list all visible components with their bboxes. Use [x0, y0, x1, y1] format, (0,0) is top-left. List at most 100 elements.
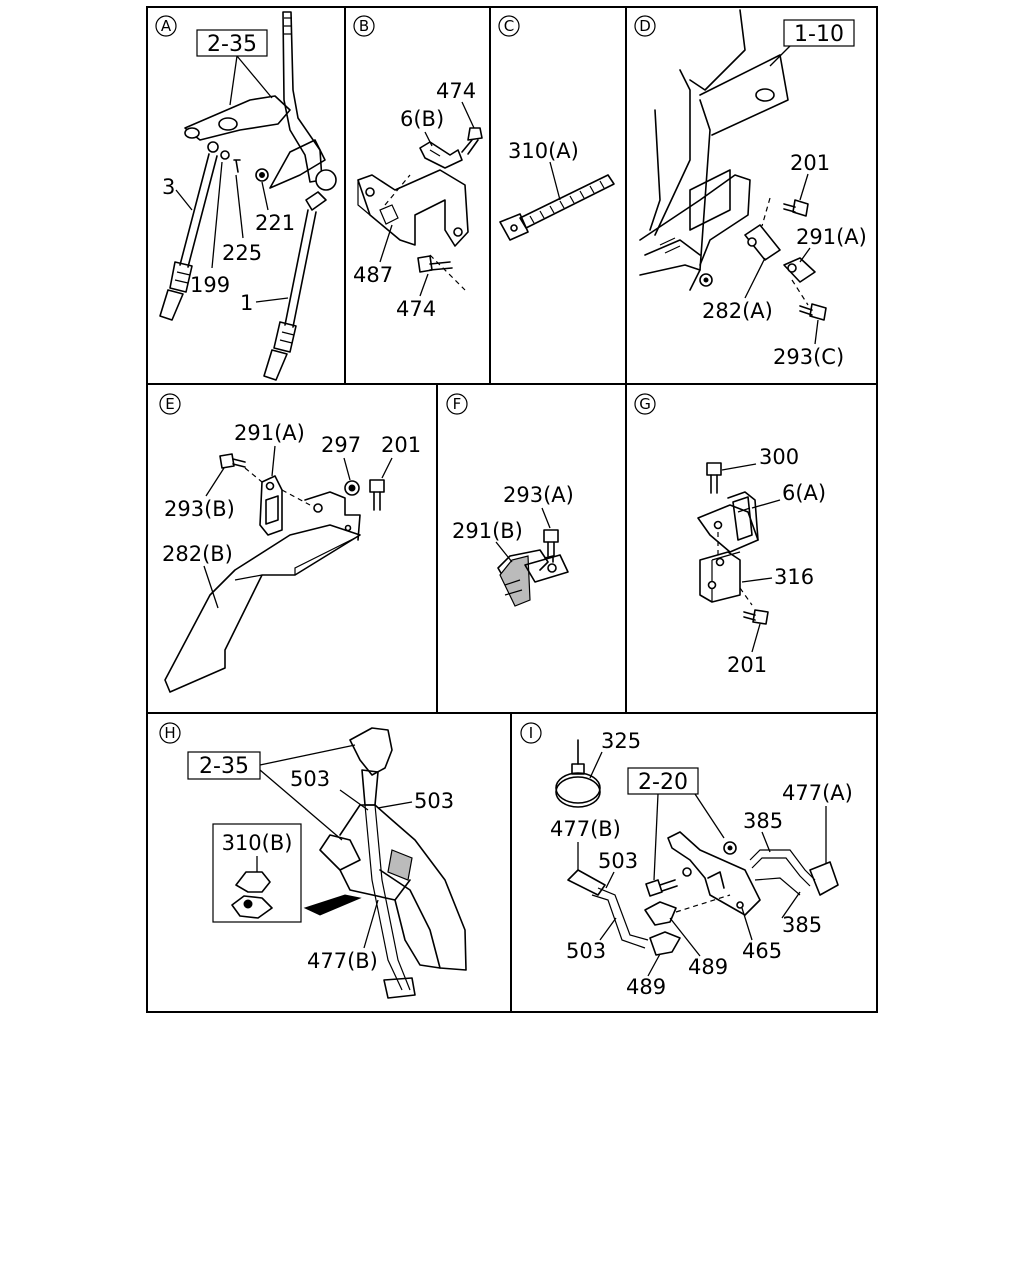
- panel-d: D 1-10: [634, 9, 867, 369]
- panel-d-marker: [634, 15, 656, 37]
- label-503-bottom: 503: [566, 939, 606, 963]
- bracket-465-drawing: [667, 831, 761, 916]
- clip-291b-drawing: [497, 549, 569, 607]
- panel-i: I 2-20: [520, 722, 853, 999]
- bolt-465-drawing: [645, 879, 678, 897]
- nut-297-drawing: [344, 480, 360, 496]
- label-465: 465: [742, 939, 782, 963]
- rod-1-drawing: [263, 191, 327, 381]
- label-474-bottom: 474: [396, 297, 436, 321]
- panel-d-ref-box: [783, 19, 855, 47]
- bolt-293c-drawing: [799, 303, 827, 321]
- label-201: 201: [790, 151, 830, 175]
- panel-i-ref-box: [627, 767, 699, 795]
- label-221: 221: [255, 211, 295, 235]
- clip-291a-e-drawing: [244, 467, 311, 536]
- frame-structure-drawing: [639, 9, 789, 291]
- label-291a: 291(A): [796, 225, 867, 249]
- label-385-top: 385: [743, 809, 783, 833]
- bolt-300-drawing: [706, 462, 722, 494]
- clip-6a-drawing: [697, 491, 759, 556]
- clip-6b-drawing: [419, 141, 463, 169]
- label-297: 297: [321, 433, 361, 457]
- panel-h: H 2-35 310(B) 503: [159, 722, 467, 999]
- panel-c: C 310(A): [498, 15, 615, 241]
- label-282b: 282(B): [162, 542, 233, 566]
- panel-e: E 291(A): [159, 393, 421, 693]
- panel-e-marker: [159, 393, 181, 415]
- panel-h-ref: 2-35: [199, 754, 249, 779]
- label-310b: 310(B): [222, 831, 293, 855]
- bolt-201-e-drawing: [369, 479, 385, 511]
- panel-b: B 474 6(B) 487 474: [353, 15, 483, 321]
- label-199: 199: [190, 273, 230, 297]
- clip-291a-drawing: [783, 257, 816, 306]
- label-293b: 293(B): [164, 497, 235, 521]
- label-385-bottom: 385: [782, 913, 822, 937]
- panel-a: A 2-35: [155, 11, 337, 381]
- bolt-474-top-drawing: [461, 127, 483, 155]
- panel-b-letter: B: [359, 17, 369, 35]
- inset-box: [212, 823, 302, 923]
- label-503-left: 503: [290, 767, 330, 791]
- label-477a: 477(A): [782, 781, 853, 805]
- shift-lever-drawing: [184, 11, 337, 191]
- label-293c: 293(C): [773, 345, 844, 369]
- panel-a-ref: 2-35: [207, 32, 257, 57]
- label-1: 1: [240, 291, 253, 315]
- panel-f-marker: [446, 393, 468, 415]
- bracket-282b-drawing: [164, 491, 361, 693]
- panel-h-letter: H: [164, 724, 175, 742]
- label-503-top: 503: [598, 849, 638, 873]
- label-6a: 6(A): [782, 481, 826, 505]
- label-503-right: 503: [414, 789, 454, 813]
- bracket-487-drawing: [357, 169, 469, 291]
- label-300: 300: [759, 445, 799, 469]
- label-487: 487: [353, 263, 393, 287]
- panel-i-letter: I: [529, 724, 533, 742]
- bolt-293b-drawing: [219, 453, 246, 469]
- inset-310b-box: 310(B): [212, 823, 362, 923]
- label-3: 3: [162, 175, 175, 199]
- panel-d-letter: D: [639, 17, 651, 35]
- panel-g-letter: G: [639, 395, 651, 413]
- panel-h-ref-box: [187, 751, 261, 780]
- rod-3-drawing: [159, 141, 241, 321]
- shift-knob-drawing: [349, 727, 393, 806]
- label-201: 201: [381, 433, 421, 457]
- label-489-bottom: 489: [626, 975, 666, 999]
- panel-f-letter: F: [453, 395, 462, 413]
- panel-g-marker: [634, 393, 656, 415]
- label-201: 201: [727, 653, 767, 677]
- panel-a-letter: A: [161, 17, 172, 35]
- label-325: 325: [601, 729, 641, 753]
- panel-e-letter: E: [165, 395, 174, 413]
- hose-clamp-325-drawing: [555, 739, 601, 808]
- bracket-282a-drawing: [744, 197, 781, 261]
- panel-h-marker: [159, 722, 181, 744]
- label-293a: 293(A): [503, 483, 574, 507]
- panel-g: G 300 6(A) 316: [634, 393, 826, 677]
- panel-i-marker: [520, 722, 542, 744]
- panel-i-ref: 2-20: [638, 770, 688, 795]
- label-225: 225: [222, 241, 262, 265]
- bolt-201-drawing: [783, 199, 809, 217]
- cable-tie-310a-drawing: [499, 174, 615, 241]
- label-316: 316: [774, 565, 814, 589]
- label-291a: 291(A): [234, 421, 305, 445]
- panel-b-marker: [353, 15, 375, 37]
- panel-a-marker: [155, 15, 177, 37]
- label-6b: 6(B): [400, 107, 444, 131]
- shift-tower-drawing: [319, 804, 467, 999]
- panel-c-marker: [498, 15, 520, 37]
- label-310a: 310(A): [508, 139, 579, 163]
- bolt-201-g-drawing: [743, 609, 769, 625]
- bracket-316-drawing: [699, 551, 753, 606]
- panel-d-ref: 1-10: [794, 22, 844, 47]
- label-477b: 477(B): [307, 949, 378, 973]
- bolt-293a-drawing: [543, 529, 559, 557]
- label-477b: 477(B): [550, 817, 621, 841]
- bolt-474-bottom-drawing: [417, 255, 453, 273]
- label-282a: 282(A): [702, 299, 773, 323]
